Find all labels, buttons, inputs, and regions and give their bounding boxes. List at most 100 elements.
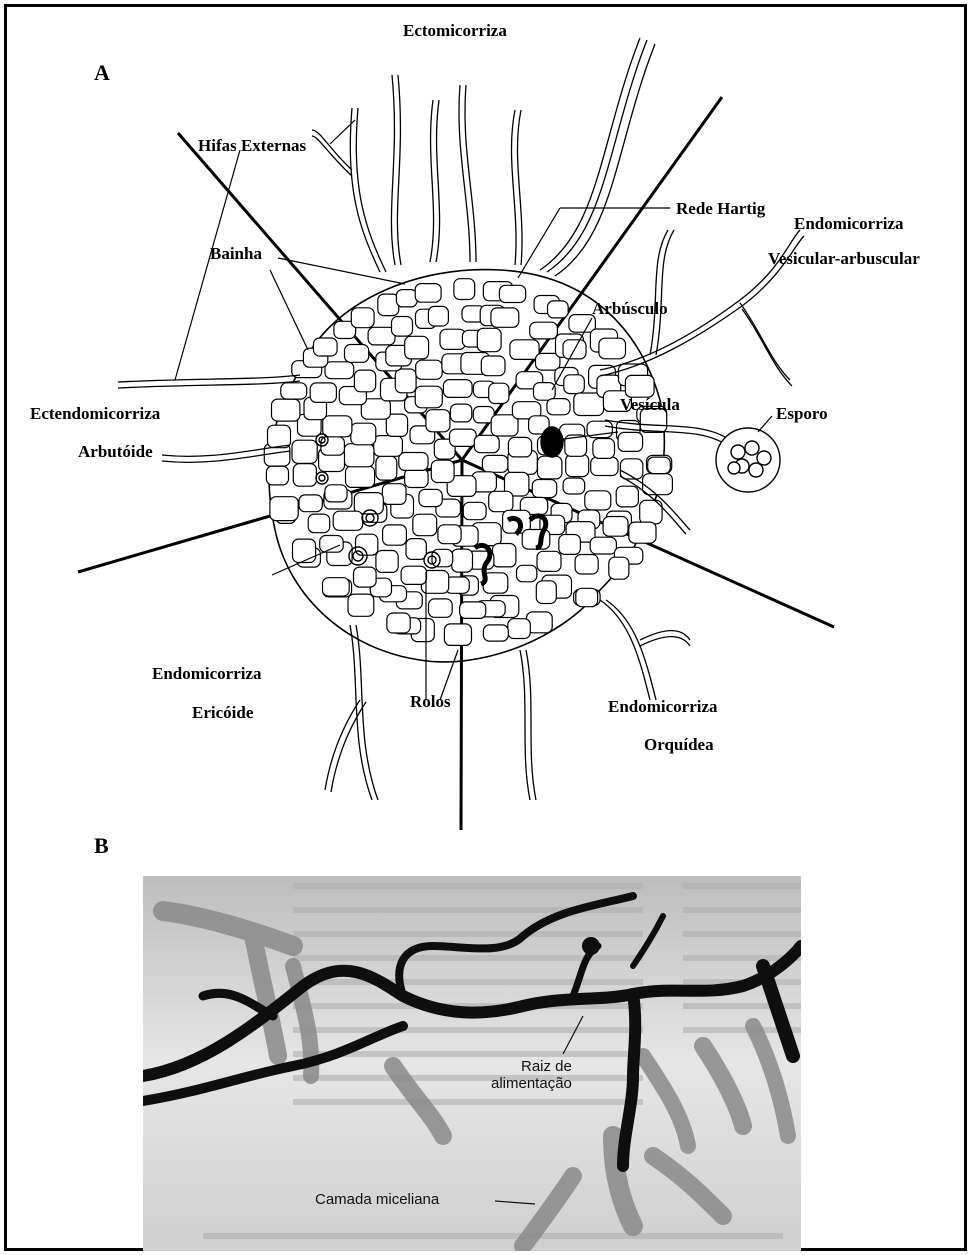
root-cell xyxy=(460,602,486,619)
endomicorriza-ericoide-label-1: Endomicorriza xyxy=(152,665,262,682)
root-cell xyxy=(323,416,352,437)
root-cell xyxy=(266,466,288,485)
root-cell xyxy=(483,625,508,641)
root-cell xyxy=(299,495,322,512)
root-cell xyxy=(351,423,376,445)
root-cell xyxy=(387,613,410,633)
root-cell xyxy=(440,329,465,349)
root-cell xyxy=(438,525,461,544)
root-cell xyxy=(452,549,473,572)
root-cell xyxy=(454,279,475,300)
root-cell xyxy=(314,338,338,356)
root-cell xyxy=(482,455,508,472)
root-cell xyxy=(348,594,374,616)
root-cell xyxy=(405,469,429,488)
endomicorriza-va-label-2: Vesicular-arbuscular xyxy=(768,250,920,267)
endomicorriza-va-label-1: Endomicorriza xyxy=(794,215,904,232)
root-cell xyxy=(547,399,570,415)
root-cell xyxy=(499,285,525,302)
root-cell xyxy=(293,464,316,487)
root-cell xyxy=(310,383,336,403)
root-cell xyxy=(325,485,347,502)
arbusculo-label: Arbúsculo xyxy=(592,300,668,317)
root-cell xyxy=(376,456,397,480)
root-cell xyxy=(489,383,509,403)
root-cell xyxy=(415,284,441,303)
root-cell xyxy=(530,322,558,339)
root-cell xyxy=(517,565,537,582)
root-cell xyxy=(609,557,629,579)
root-cell xyxy=(643,474,673,495)
root-cell xyxy=(618,432,643,451)
root-cell xyxy=(576,588,598,606)
root-photograph: Raiz de alimentação Camada miceliana xyxy=(143,876,801,1251)
root-cell xyxy=(354,370,375,392)
root-cell xyxy=(559,535,581,555)
root-cell xyxy=(419,489,442,506)
root-cell xyxy=(392,317,413,337)
root-cell xyxy=(399,453,428,471)
root-cell xyxy=(406,539,426,560)
root-cell xyxy=(292,440,317,463)
root-cell xyxy=(272,399,300,421)
root-cell xyxy=(616,486,638,507)
root-cell xyxy=(383,525,407,545)
root-cell xyxy=(563,478,585,494)
root-cell xyxy=(508,437,531,457)
ectendomicorriza-label: Ectendomicorriza xyxy=(30,405,160,422)
root-cell xyxy=(281,383,307,399)
endomicorriza-orquidea-label-1: Endomicorriza xyxy=(608,698,718,715)
root-cell xyxy=(536,353,560,370)
root-cell xyxy=(351,308,374,328)
endomicorriza-ericoide-label-2: Ericóide xyxy=(192,704,253,721)
root-cell xyxy=(493,544,516,567)
root-cell xyxy=(585,491,611,510)
root-cell xyxy=(648,457,671,474)
root-cell xyxy=(450,429,477,446)
root-cell xyxy=(599,338,626,359)
root-cell xyxy=(396,290,417,307)
root-cell xyxy=(534,383,556,401)
rede-hartig-label: Rede Hartig xyxy=(676,200,765,217)
root-cell xyxy=(575,555,598,575)
root-cell xyxy=(444,624,471,646)
raiz-alimentacao-label-1: Raiz de xyxy=(521,1059,572,1075)
root-cell xyxy=(374,436,403,457)
root-cell xyxy=(590,537,616,554)
root-cell xyxy=(268,425,291,448)
root-cell xyxy=(537,551,561,571)
photo-drawing xyxy=(143,876,801,1251)
root-cell xyxy=(591,457,618,475)
endomicorriza-orquidea-label-2: Orquídea xyxy=(644,736,714,753)
root-cell xyxy=(426,410,450,432)
root-cell xyxy=(405,336,429,359)
hifas-externas-label: Hifas Externas xyxy=(198,137,306,154)
root-cell xyxy=(491,415,518,436)
root-cell xyxy=(416,360,443,379)
root-cell xyxy=(450,404,471,422)
root-cell xyxy=(536,581,556,604)
root-cell xyxy=(308,514,330,533)
root-cell xyxy=(477,328,501,351)
root-cell xyxy=(463,502,486,519)
root-cell xyxy=(474,435,499,452)
root-cell xyxy=(431,460,454,482)
root-cell xyxy=(323,578,350,596)
esporo-label: Esporo xyxy=(776,405,828,422)
panel-a-label: A xyxy=(94,60,110,86)
root-cell xyxy=(376,551,398,573)
root-cell xyxy=(443,380,472,398)
vesicle xyxy=(541,427,563,457)
root-cell xyxy=(603,517,628,537)
root-cell xyxy=(538,456,562,479)
rolos-label: Rolos xyxy=(410,693,451,710)
root-cell xyxy=(625,375,654,397)
ectomicorriza-label: Ectomicorriza xyxy=(403,22,507,39)
root-cell xyxy=(489,491,513,511)
root-cell xyxy=(382,484,406,505)
root-cell xyxy=(491,308,519,327)
panel-b-label: B xyxy=(94,833,109,859)
root-cell xyxy=(270,497,298,521)
root-cell xyxy=(508,619,531,639)
root-cell xyxy=(593,439,615,459)
